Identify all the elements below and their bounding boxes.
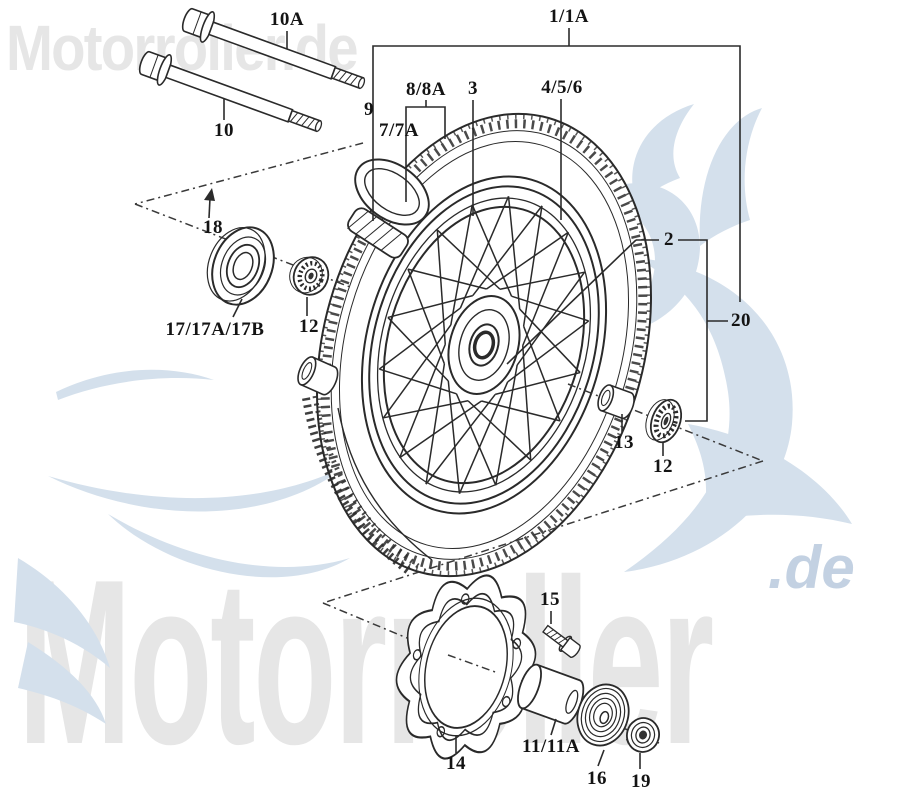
callout-leader-lines (204, 28, 741, 769)
callout-19: 19 (631, 771, 651, 792)
callout-18: 18 (203, 217, 223, 238)
callout-13: 13 (614, 432, 634, 453)
callout-11-11a: 11/11A (522, 736, 580, 757)
callout-10a: 10A (269, 9, 305, 30)
callout-17-17a-17b: 17/17A/17B (165, 319, 265, 340)
disc-bolt-15 (542, 624, 581, 658)
bearing-12-right (645, 398, 683, 444)
watermark-de-suffix: .de (768, 534, 855, 601)
tire-cutaway (302, 395, 433, 576)
spacer-13 (597, 384, 635, 420)
inner-tube-section (297, 356, 339, 396)
drive-seal-16 (576, 683, 630, 747)
brake-disc-14 (395, 574, 537, 760)
callout-2: 2 (664, 229, 674, 250)
callout-12-left: 12 (299, 316, 319, 337)
callout-9: 9 (364, 99, 374, 120)
callout-4-5-6: 4/5/6 (541, 77, 583, 98)
axle-nut-19 (625, 717, 660, 753)
seal-17 (206, 226, 275, 306)
callout-15: 15 (540, 589, 560, 610)
arrow-18 (204, 188, 215, 219)
wheel-hub (447, 295, 521, 395)
spokes (378, 196, 590, 494)
callout-20: 20 (731, 310, 751, 331)
tube-stub (347, 207, 409, 259)
callout-12-right: 12 (653, 456, 673, 477)
bearing-12-left (289, 256, 330, 296)
callout-7-7a: 7/7A (379, 120, 419, 141)
callout-8-8a: 8/8A (406, 79, 446, 100)
callout-14: 14 (446, 753, 466, 774)
callout-1-1a: 1/1A (549, 6, 589, 27)
callout-10: 10 (214, 120, 234, 141)
eagle-logo-watermark (14, 104, 852, 724)
callout-16: 16 (587, 768, 607, 789)
callout-3: 3 (468, 78, 478, 99)
